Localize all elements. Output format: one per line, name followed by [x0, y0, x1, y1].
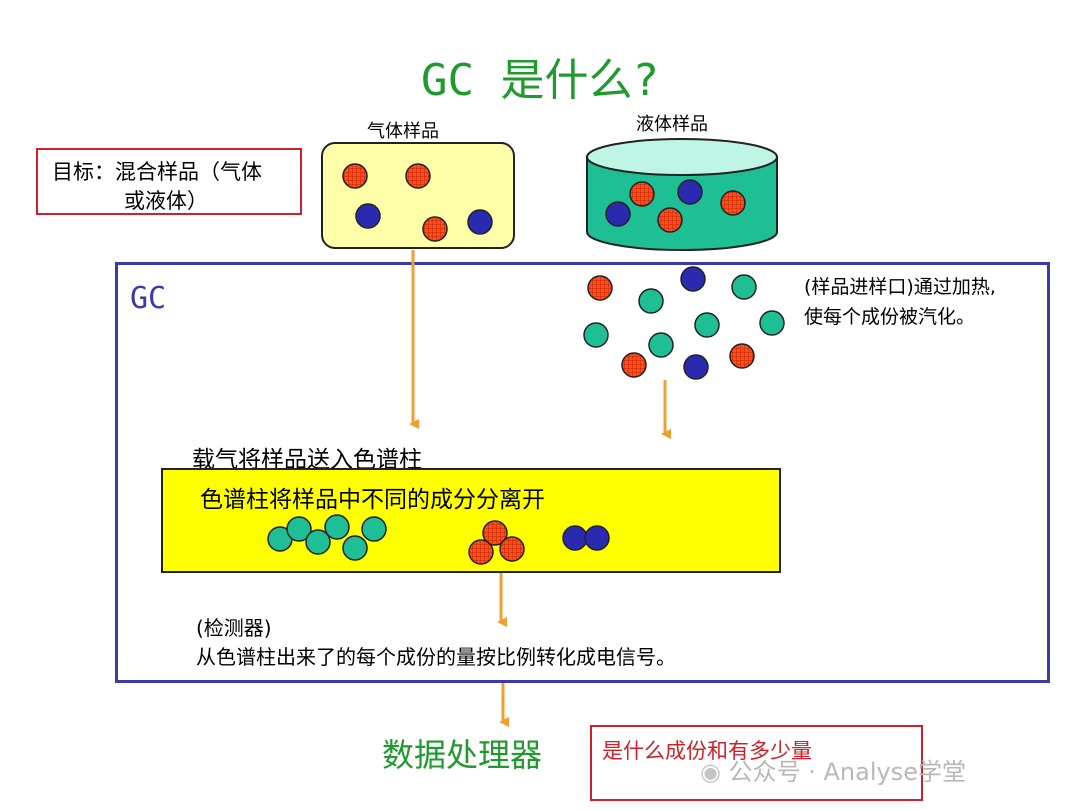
molecule-icon	[694, 312, 720, 338]
liquid-sample-cylinder	[586, 138, 778, 251]
molecule-icon	[286, 516, 312, 542]
wechat-icon: ◉	[700, 758, 721, 786]
molecule-icon	[468, 539, 494, 565]
molecule-icon	[467, 209, 493, 235]
result-box	[590, 725, 923, 801]
watermark-text: 公众号 · Analyse学堂	[728, 758, 966, 786]
vaporize-text-line1: (样品进样口)通过加热,	[804, 276, 996, 298]
gas-molecules	[342, 163, 493, 242]
page-title: GC 是什么?	[421, 55, 659, 106]
gas-sample-label: 气体样品	[367, 121, 439, 142]
goal-text-line2: 或液体）	[124, 189, 208, 213]
molecule-icon	[657, 207, 683, 233]
molecule-icon	[583, 322, 609, 348]
molecule-icon	[648, 332, 674, 358]
molecule-icon	[729, 343, 755, 369]
arrows	[409, 250, 671, 727]
separated-molecules	[267, 514, 610, 565]
vapor-molecules	[583, 266, 785, 380]
liquid-sample-label: 液体样品	[636, 114, 708, 135]
molecule-icon	[405, 163, 431, 189]
molecule-icon	[422, 216, 448, 242]
molecule-icon	[759, 310, 785, 336]
molecule-icon	[482, 520, 508, 546]
gc-label: GC	[130, 281, 167, 316]
detector-description: 从色谱柱出来了的每个成份的量按比例转化成电信号。	[196, 645, 676, 669]
liquid-molecules	[605, 179, 746, 233]
molecule-icon	[731, 274, 757, 300]
molecule-icon	[720, 190, 746, 216]
molecule-icon	[605, 201, 631, 227]
result-text: 是什么成份和有多少量	[602, 739, 812, 763]
goal-box	[36, 148, 302, 215]
molecule-icon	[683, 354, 709, 380]
vaporize-text-line2: 使每个成份被汽化。	[804, 306, 976, 328]
data-processor-label: 数据处理器	[382, 736, 543, 774]
goal-text-line1: 目标：混合样品（气体	[52, 160, 262, 184]
gc-frame	[115, 262, 1050, 683]
molecule-icon	[621, 352, 647, 378]
detector-label: (检测器)	[196, 616, 272, 640]
molecule-icon	[584, 525, 610, 551]
molecule-icon	[499, 536, 525, 562]
molecule-icon	[342, 535, 368, 561]
molecule-icon	[342, 163, 368, 189]
molecule-icon	[305, 529, 331, 555]
molecule-icon	[355, 203, 381, 229]
molecule-icon	[587, 275, 613, 301]
molecule-icon	[638, 288, 664, 314]
molecule-icon	[361, 516, 387, 542]
molecule-icon	[680, 266, 706, 292]
molecule-icon	[562, 525, 588, 551]
molecule-icon	[629, 181, 655, 207]
molecule-icon	[324, 514, 350, 540]
column-text: 色谱柱将样品中不同的成分分离开	[200, 487, 545, 513]
watermark: ◉ 公众号 · Analyse学堂	[700, 752, 966, 787]
molecule-icon	[677, 179, 703, 205]
